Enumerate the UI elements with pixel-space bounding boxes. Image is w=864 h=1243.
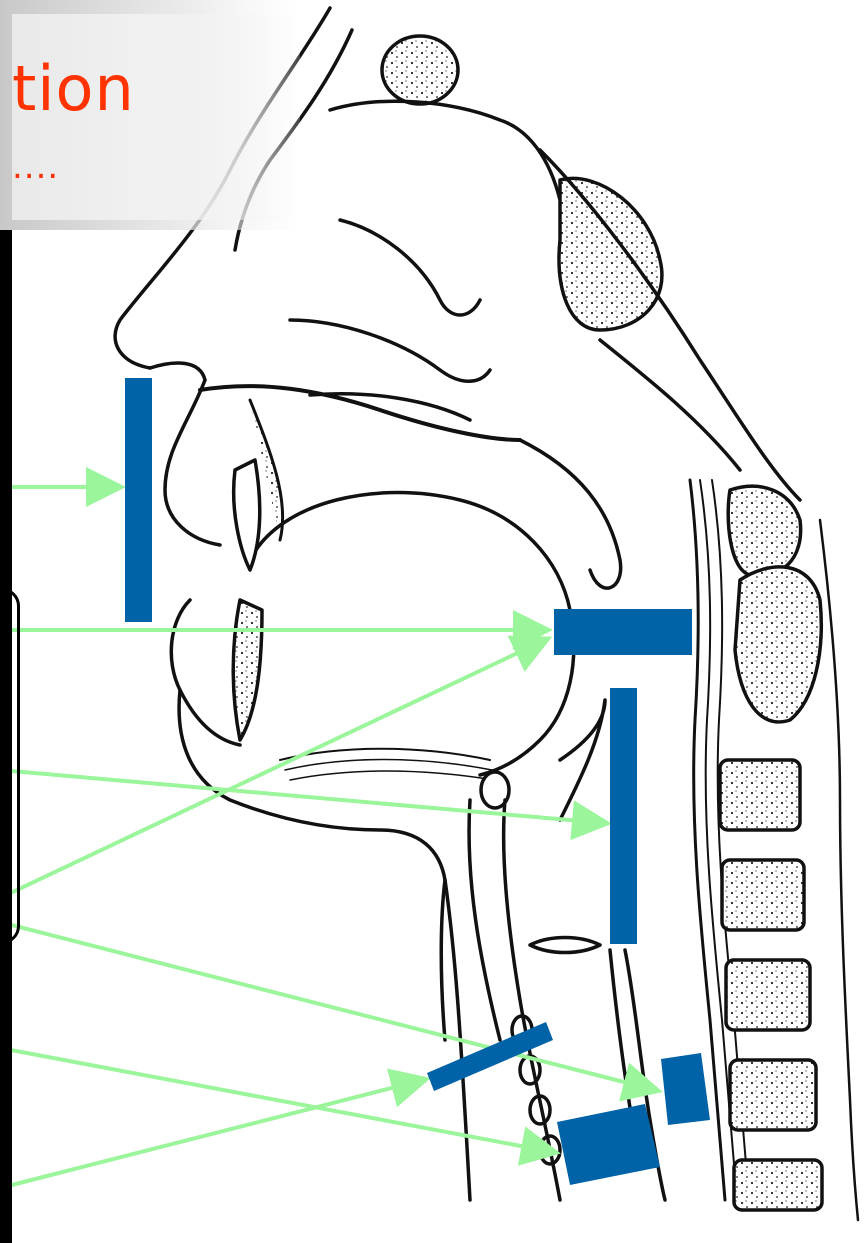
vertebra-c7 [734, 1160, 822, 1210]
slide-subtitle-ellipsis: .... [12, 150, 59, 184]
marker-lips [125, 378, 152, 622]
vocal-fold [530, 938, 600, 953]
slide-title: tion [12, 58, 135, 120]
tongue [250, 493, 574, 776]
upper-incisor [234, 460, 260, 570]
label-group-bracket [0, 588, 20, 944]
upper-lip [165, 380, 220, 545]
epiglottis-line [560, 700, 605, 820]
mandible [179, 690, 470, 1200]
middle-turbinate [290, 320, 490, 381]
frontal-sinus [382, 36, 458, 104]
vertebra-c3 [720, 760, 800, 830]
soft-palate [520, 440, 621, 588]
arrow-bracket-to-velum [0, 640, 545, 898]
upper-turbinate [340, 220, 480, 315]
neck-front-outline [441, 880, 445, 1040]
lower-lip [171, 600, 240, 745]
axis [735, 567, 821, 722]
sphenoid-sinus [559, 178, 662, 330]
vertebra-c5 [726, 960, 810, 1030]
arrow-layer [0, 487, 655, 1188]
arrow-to-epiglottis [0, 1080, 423, 1188]
larynx-outline [504, 800, 560, 1200]
vertebra-c4 [722, 860, 804, 930]
vertebra-c6 [730, 1060, 816, 1130]
marker-arytenoid [661, 1053, 710, 1125]
marker-velum [554, 609, 692, 655]
thyroid-cartilage [469, 800, 500, 1040]
lower-incisor [233, 600, 262, 740]
marker-larynx [557, 1104, 660, 1185]
spinal-outline [820, 520, 858, 1220]
atlas [728, 486, 800, 576]
nose-outline [150, 363, 205, 380]
title-panel: tion .... [0, 0, 300, 230]
clivus [600, 340, 740, 470]
marker-pharynx [610, 688, 637, 944]
nasal-bone [330, 101, 560, 200]
